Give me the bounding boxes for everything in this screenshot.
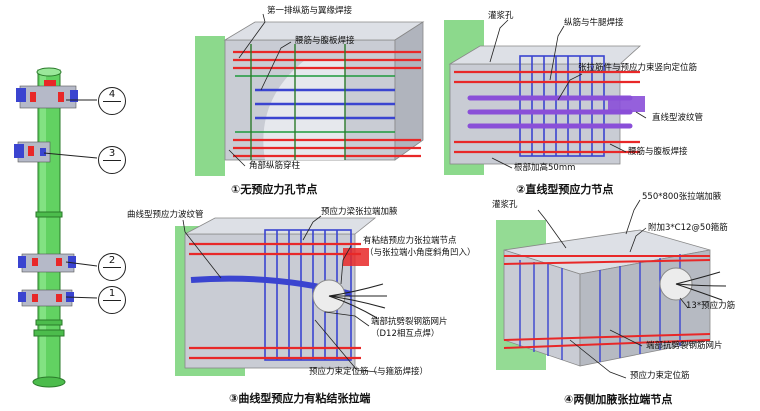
label-first-row-rebar: 第一排纵筋与翼缘焊接 [267, 6, 353, 16]
panel-2-drawing [444, 19, 647, 175]
marker-2: 2一 [98, 253, 126, 281]
label-haunch-550-800: 550*800张拉端加腋 [642, 192, 722, 202]
label-anti-split-mesh-4: 端部抗劈裂钢筋网片 [646, 341, 723, 351]
bracket-2 [18, 253, 76, 273]
panel-double-haunch: 灌浆孔 550*800张拉端加腋 附加3*C12@50箍筋 13*预应力筋 端部… [490, 190, 760, 411]
label-curved-duct: 曲线型预应力波纹管 [127, 210, 204, 220]
label-anti-split-mesh-3: 端部抗劈裂钢筋网片 [371, 317, 448, 327]
marker-3: 3一 [98, 146, 126, 174]
label-corner-rebar: 角部纵筋穿柱 [249, 161, 301, 171]
label-d12-weld: （D12相互点焊） [371, 329, 440, 339]
column-drawing [14, 67, 98, 388]
label-additional-stirrups: 附加3*C12@50箍筋 [648, 223, 728, 233]
marker-4: 4一 [98, 87, 126, 115]
panel-3-drawing [175, 215, 387, 376]
label-waist-web-weld: 腰筋与腹板焊接 [628, 147, 688, 157]
label-rebar-bracket-weld: 纵筋与牛腿焊接 [564, 18, 624, 28]
label-tension-positioning: 张拉筋件与预应力束竖向定位筋 [578, 63, 698, 73]
label-bonded-anchor: 有粘结预应力张拉端节点 [363, 236, 457, 246]
label-beam-haunch: 预应力梁张拉端加腋 [321, 207, 398, 217]
bracket-1 [18, 289, 74, 307]
panel-2-caption: ②直线型预应力节点 [516, 183, 614, 196]
label-straight-duct: 直线型波纹管 [652, 113, 704, 123]
panel-1-caption: ①无预应力孔节点 [231, 183, 318, 196]
panel-curved-bonded: 曲线型预应力波纹管 预应力梁张拉端加腋 有粘结预应力张拉端节点 （与张拉端小角度… [125, 200, 490, 411]
panel-4-caption: ④两侧加腋张拉端节点 [564, 393, 673, 406]
label-grout-hole-2: 灌浆孔 [488, 11, 514, 21]
marker-1: 1一 [98, 286, 126, 314]
panel-straight-prestress: 灌浆孔 纵筋与牛腿焊接 张拉筋件与预应力束竖向定位筋 直线型波纹管 腰筋与腹板焊… [440, 0, 750, 200]
bracket-3 [14, 141, 51, 163]
bracket-4 [16, 80, 78, 109]
panel-3-caption: ③曲线型预应力有粘结张拉端 [229, 392, 371, 405]
label-tendon-positioning-4: 预应力束定位筋 [630, 371, 690, 381]
label-tendon-positioning-3: 预应力束定位筋（与箍筋焊接） [309, 367, 429, 377]
panel-4-drawing [496, 199, 727, 379]
column-elevation: 4一 3一 2一 1一 [0, 0, 180, 411]
panel-no-prestress-hole: 第一排纵筋与翼缘焊接 腰筋与腹板焊接 角部纵筋穿柱 ①无预应力孔节点 [195, 0, 425, 200]
panel-1-drawing [195, 13, 425, 176]
label-root-height: 根部加高50mm [514, 163, 576, 173]
label-13-tendons: 13*预应力筋 [686, 301, 736, 311]
label-bonded-anchor-note: （与张拉端小角度斜角凹入） [365, 248, 476, 258]
label-grout-hole-4: 灌浆孔 [492, 200, 518, 210]
label-waist-rebar: 腰筋与腹板焊接 [295, 36, 355, 46]
